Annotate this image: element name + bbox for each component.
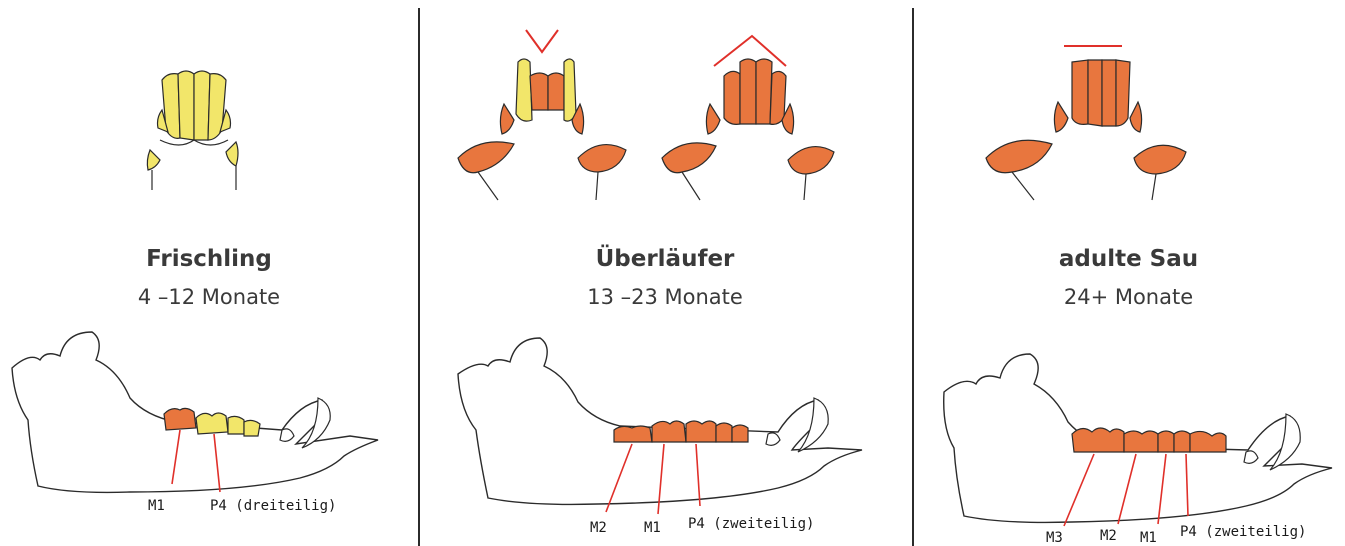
jaw-label: P4 (zweiteilig) (688, 516, 814, 532)
frischling-cheek-teeth (164, 408, 260, 436)
jaw-label: M2 (590, 520, 607, 536)
adulte-sau-label-lines (1064, 454, 1188, 526)
stage-age: 24+ Monate (912, 285, 1345, 309)
panel-adulte-sau: M3 M2 M1 P4 (zweiteilig) adulte Sau 24+ … (912, 0, 1345, 546)
frischling-mandible (12, 332, 378, 492)
panel-ueberlaeufer: M2 M1 P4 (zweiteilig) Überläufer 13 –23 … (418, 0, 912, 546)
panel-frischling: M1 P4 (dreiteilig) Frischling 4 –12 Mona… (0, 0, 418, 546)
jaw-label: M1 (644, 520, 661, 536)
ueberlaeufer-incisors-a (458, 59, 626, 200)
ueberlaeufer-illustration: M2 M1 P4 (zweiteilig) (418, 0, 912, 546)
adulte-sau-cheek-teeth (1072, 428, 1226, 452)
ueberlaeufer-incisors-b (662, 59, 834, 200)
jaw-label: M1 (148, 498, 165, 514)
jaw-label: M2 (1100, 528, 1117, 544)
ueberlaeufer-cheek-teeth (614, 421, 748, 442)
stage-title: Frischling (0, 246, 418, 272)
stage-title: adulte Sau (912, 246, 1345, 272)
stage-title: Überläufer (418, 246, 912, 272)
adulte-sau-incisors (986, 60, 1186, 200)
frischling-illustration: M1 P4 (dreiteilig) (0, 0, 418, 546)
adulte-sau-illustration: M3 M2 M1 P4 (zweiteilig) (912, 0, 1345, 546)
jaw-label: P4 (dreiteilig) (210, 498, 336, 514)
stage-age: 4 –12 Monate (0, 285, 418, 309)
jaw-label: P4 (zweiteilig) (1180, 524, 1306, 540)
frischling-incisors (147, 71, 238, 190)
jaw-label: M3 (1046, 530, 1063, 546)
stage-age: 13 –23 Monate (418, 285, 912, 309)
jaw-label: M1 (1140, 530, 1157, 546)
frischling-label-lines (172, 430, 220, 492)
